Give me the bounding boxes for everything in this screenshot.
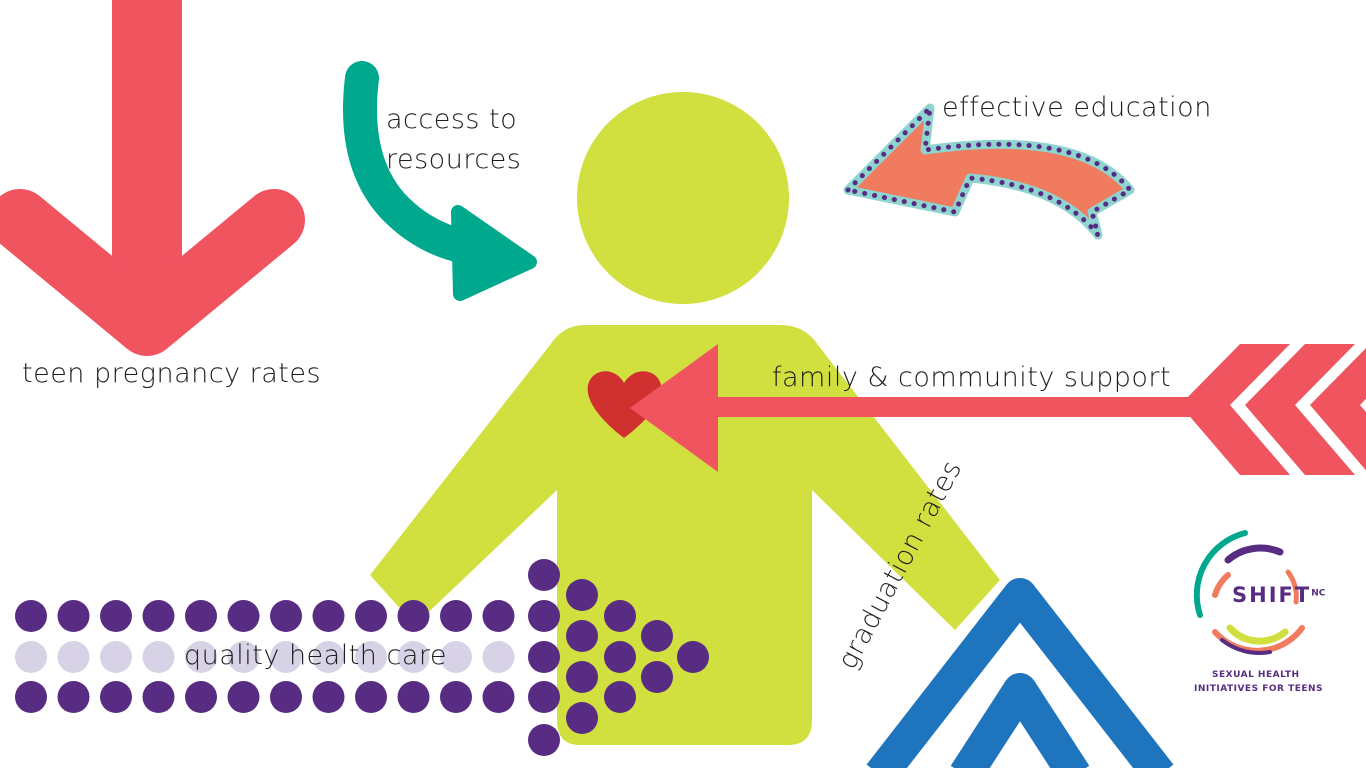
dot bbox=[312, 681, 345, 713]
dot bbox=[185, 641, 217, 673]
dot bbox=[677, 641, 709, 673]
dot bbox=[397, 600, 430, 632]
up-chevron-icon bbox=[866, 578, 1174, 768]
dot bbox=[482, 641, 515, 673]
dot bbox=[604, 641, 636, 673]
dot bbox=[528, 681, 560, 713]
dot bbox=[227, 600, 260, 632]
dot bbox=[15, 641, 47, 673]
dot-arrow-icon bbox=[15, 559, 709, 756]
dot bbox=[440, 641, 472, 673]
dot bbox=[270, 681, 302, 713]
dot bbox=[185, 681, 217, 713]
effective-education-label: effective education bbox=[942, 92, 1212, 123]
boomerang-arrow-icon bbox=[843, 103, 1135, 240]
dot bbox=[528, 724, 560, 756]
dot bbox=[641, 620, 673, 652]
dot bbox=[397, 641, 430, 673]
dot bbox=[528, 559, 560, 591]
dot bbox=[440, 600, 472, 632]
dot bbox=[227, 641, 260, 673]
person-body bbox=[370, 325, 1000, 745]
dot bbox=[528, 641, 560, 673]
dot bbox=[312, 600, 345, 632]
dot bbox=[566, 702, 598, 734]
dot bbox=[142, 641, 175, 673]
dot bbox=[604, 681, 636, 713]
person-head bbox=[577, 92, 789, 304]
dot bbox=[482, 681, 515, 713]
dot bbox=[482, 600, 515, 632]
dot bbox=[355, 641, 387, 673]
access-label-line2: resources bbox=[386, 144, 522, 175]
access-label-line1: access to bbox=[386, 104, 518, 135]
logo-tagline-line1: SEXUAL HEALTH bbox=[1212, 670, 1300, 680]
dot bbox=[397, 681, 430, 713]
dot bbox=[15, 681, 47, 713]
shift-logo: SHIFTNC bbox=[1232, 583, 1325, 607]
dot bbox=[641, 661, 673, 693]
dot bbox=[270, 641, 302, 673]
dot bbox=[185, 600, 217, 632]
shift-logo-mark bbox=[1193, 530, 1305, 655]
dot bbox=[227, 681, 260, 713]
teen-pregnancy-label: teen pregnancy rates bbox=[22, 358, 322, 389]
dot bbox=[355, 681, 387, 713]
dot bbox=[100, 641, 132, 673]
dot bbox=[57, 600, 90, 632]
heart-icon bbox=[587, 371, 662, 438]
dot bbox=[566, 579, 598, 611]
dot bbox=[312, 641, 345, 673]
family-support-label: family & community support bbox=[772, 362, 1172, 393]
down-arrow-icon bbox=[0, 0, 305, 356]
dot bbox=[100, 681, 132, 713]
dot bbox=[57, 641, 90, 673]
curved-arrow-icon bbox=[343, 61, 537, 301]
dot bbox=[100, 600, 132, 632]
dot bbox=[440, 681, 472, 713]
dot bbox=[142, 600, 175, 632]
dot bbox=[355, 600, 387, 632]
logo-name: SHIFT bbox=[1232, 583, 1312, 607]
dot bbox=[142, 681, 175, 713]
person-figure bbox=[370, 92, 1000, 745]
dot bbox=[270, 600, 302, 632]
dot bbox=[566, 661, 598, 693]
dot bbox=[57, 681, 90, 713]
dot bbox=[15, 600, 47, 632]
quality-health-label: quality health care bbox=[184, 640, 448, 671]
dot bbox=[528, 600, 560, 632]
logo-tagline-line2: INITIATIVES FOR TEENS bbox=[1194, 684, 1324, 694]
dot bbox=[566, 620, 598, 652]
left-arrow-icon bbox=[630, 344, 1366, 475]
dot bbox=[604, 600, 636, 632]
logo-superscript: NC bbox=[1311, 588, 1326, 599]
